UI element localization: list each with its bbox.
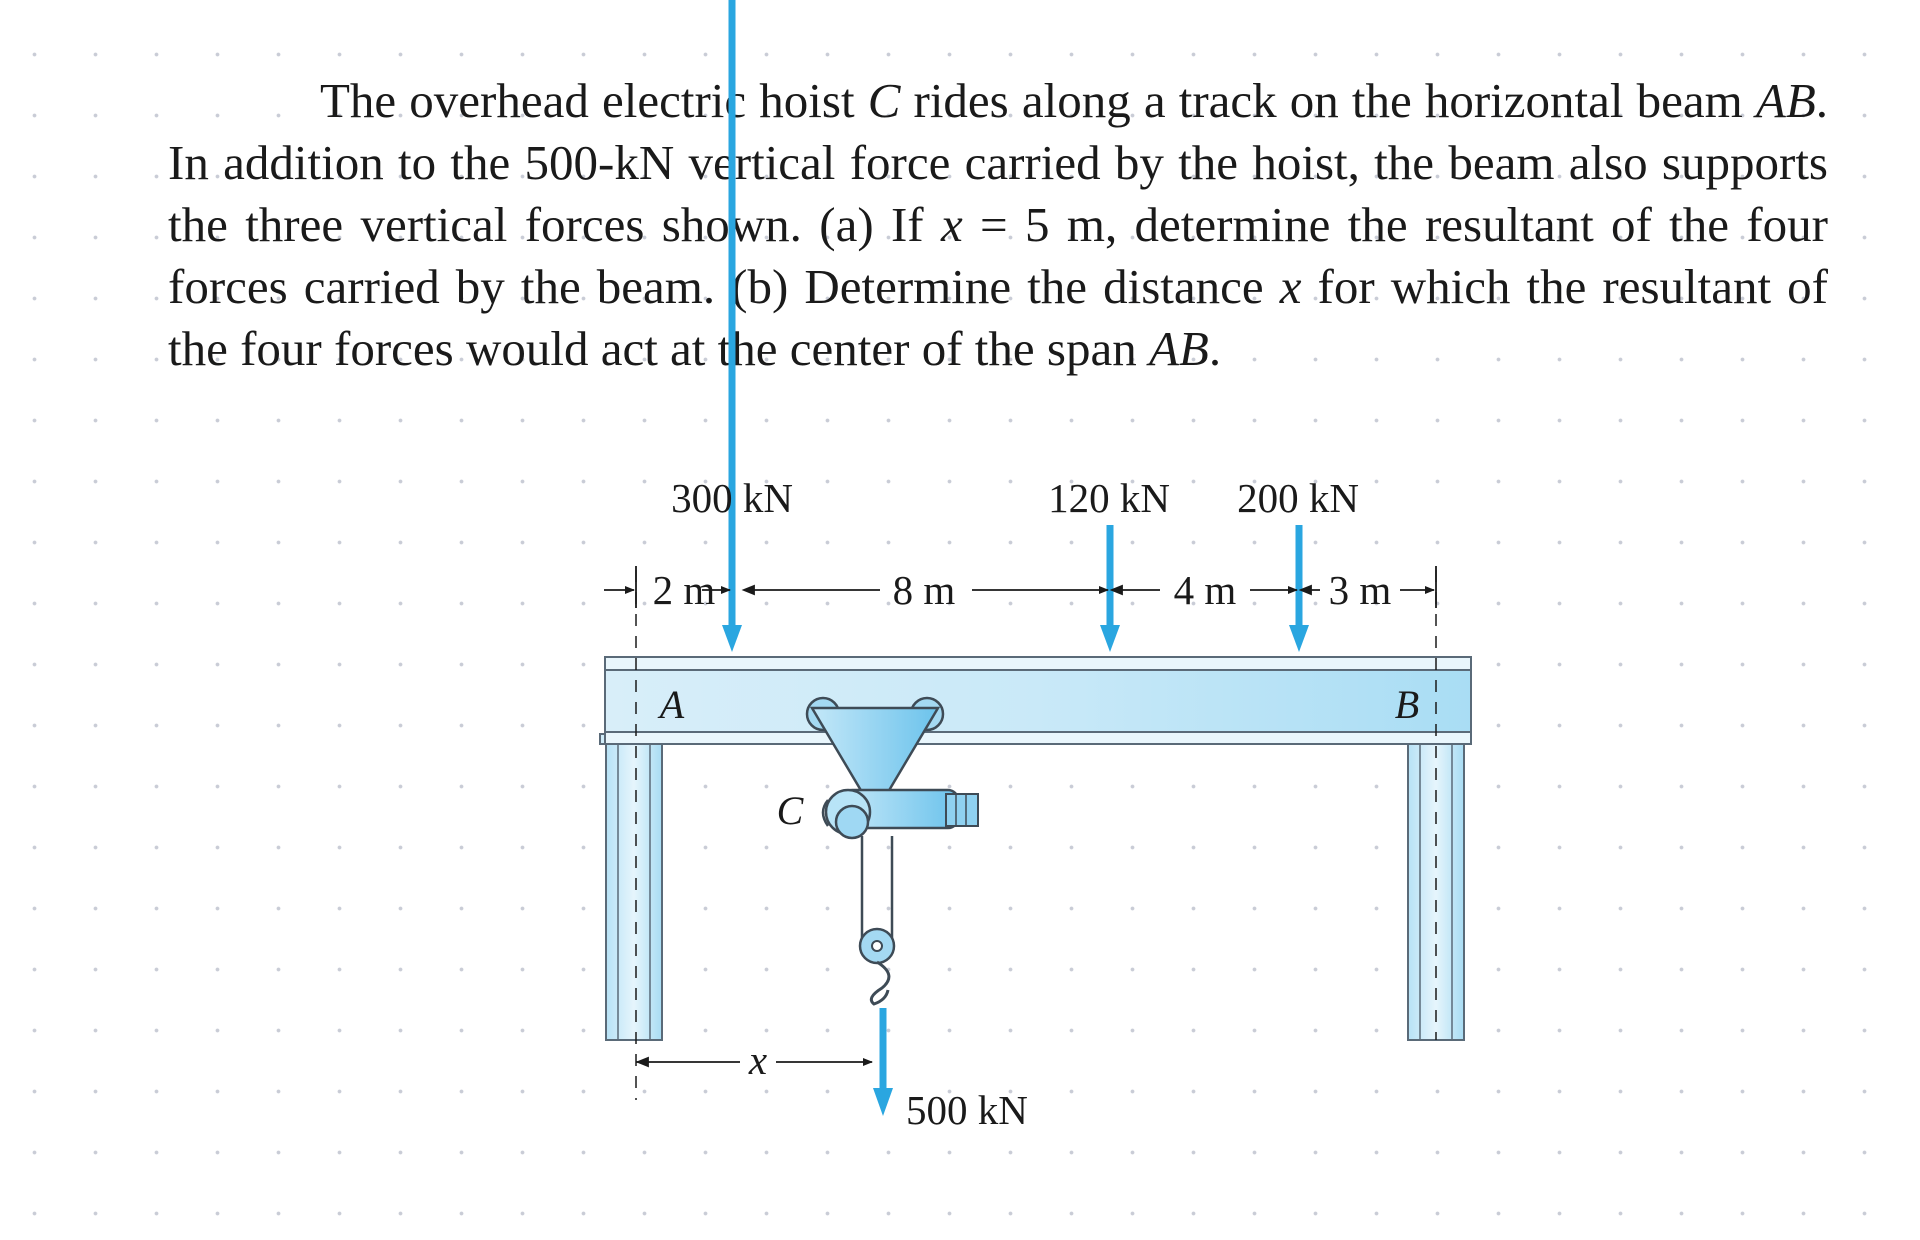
- dimension-label-8m: 8 m: [893, 567, 956, 613]
- problem-text-5: for which the resultant of the four forc…: [168, 259, 1828, 376]
- problem-text-4: = 5 m, determine the resultant of the fo…: [168, 197, 1828, 314]
- force-arrow-500kn: [873, 1008, 893, 1116]
- hoist-motor: [821, 788, 979, 840]
- dimension-line-top: [604, 566, 1437, 608]
- left-column: [599, 733, 669, 1041]
- problem-text-6: .: [1208, 321, 1222, 376]
- force-label-200kn: 200 kN: [1237, 475, 1359, 521]
- dimension-label-2m: 2 m: [653, 567, 716, 613]
- force-arrow-200kn: [1289, 525, 1309, 652]
- point-label-a: A: [657, 682, 685, 727]
- problem-text-2: rides along a track on the horizontal be…: [900, 73, 1743, 128]
- hoist-trolley: [805, 696, 945, 817]
- hoist-label-text: C: [867, 73, 901, 128]
- force-arrow-120kn: [1100, 525, 1120, 652]
- dimension-label-4m: 4 m: [1174, 567, 1237, 613]
- beam-label-text: AB: [1755, 73, 1816, 128]
- point-label-c: C: [777, 788, 805, 833]
- force-arrow-300kn: [722, 0, 742, 652]
- dimension-line-x: [635, 1056, 873, 1068]
- dimension-label-x: x: [748, 1037, 767, 1083]
- variable-x-text: x: [940, 197, 963, 252]
- force-label-500kn: 500 kN: [906, 1087, 1028, 1133]
- beam-ab: [604, 656, 1472, 745]
- point-label-b: B: [1395, 682, 1419, 727]
- hoist-cable-hook: [858, 836, 896, 1006]
- force-label-300kn: 300 kN: [671, 475, 793, 521]
- dimension-label-3m: 3 m: [1329, 567, 1392, 613]
- span-label-text: AB: [1148, 321, 1209, 376]
- problem-statement: The overhead electric hoist C rides alon…: [168, 70, 1828, 380]
- problem-text-3: . In addition to the 500-kN vertical for…: [168, 73, 1829, 252]
- force-label-120kn: 120 kN: [1048, 475, 1170, 521]
- problem-text-1: The overhead electric hoist: [320, 73, 868, 128]
- variable-x-text-2: x: [1279, 259, 1302, 314]
